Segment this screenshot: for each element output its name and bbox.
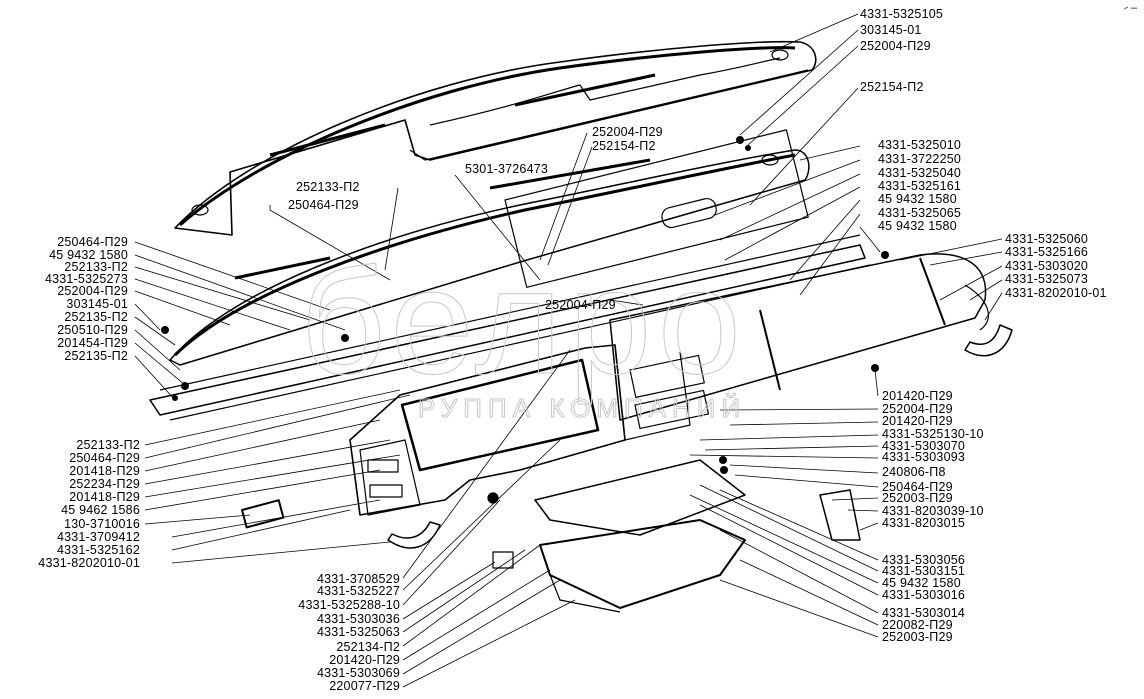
part-label: 4331-8202010-01 [38,556,140,570]
part-label: 252234-П29 [69,477,140,491]
part-label: 220082-П29 [882,618,953,632]
middle-dash-panel [169,129,810,366]
part-label: 4331-5325288-10 [298,598,400,612]
switch-block [241,499,285,529]
part-label: 240806-П8 [882,465,946,479]
part-label: 4331-5303014 [882,606,966,620]
part-label: 4331-5303036 [316,612,400,626]
part-label: 4331-3708529 [316,572,400,586]
instrument-panel-frame [349,344,710,516]
part-label: 252133-П2 [76,438,140,452]
part-label: 201420-П29 [329,653,400,667]
part-label: 252004-П29 [57,284,128,298]
upper-dash-cover [174,40,817,236]
part-label: 4331-8203015 [882,516,966,530]
part-label: 45 9462 1586 [61,503,140,517]
part-label: 252004-П29 [545,298,616,312]
part-label: 45 9432 1580 [49,248,128,262]
part-label: 4331-8203039-10 [882,504,984,518]
part-label: 201420-П29 [882,389,953,403]
part-label: 252003-П29 [882,630,953,644]
part-label: 250464-П29 [57,235,128,249]
part-label: 250464-П29 [69,451,140,465]
part-label: 4331-5303056 [882,553,966,567]
watermark-subtitle: РУППА КОМПАНИЙ [417,393,747,424]
part-label: 4331-5303093 [882,450,966,464]
part-label: 4331-5325273 [44,272,128,286]
part-label: 4331-5325162 [56,543,140,557]
part-label: 252154-П2 [860,80,924,94]
part-label: 4331-5325063 [316,625,400,639]
part-label: 45 9432 1580 [878,219,957,233]
part-label: 4331-3709412 [56,530,140,544]
part-label: 252133-П2 [296,180,360,194]
part-label: 4331-8202010-01 [1005,286,1107,300]
part-label: 4331-5303020 [1005,259,1089,273]
leader-lines [134,13,1003,688]
part-label: 4331-5325040 [878,166,962,180]
fasteners [161,136,889,474]
part-label: 250464-П29 [288,198,359,212]
part-label: 45 9432 1580 [878,192,957,206]
part-label: 250464-П29 [882,480,953,494]
part-label: 220077-П29 [329,679,400,693]
part-label: 252004-П29 [882,402,953,416]
corner-mark-icon [1124,6,1137,10]
part-label: 4331-5325130-10 [882,427,984,441]
part-label: 201418-П29 [69,490,140,504]
part-label: 303145-01 [860,23,922,37]
small-bracket [492,551,514,569]
watermark-logo: белро [299,237,748,406]
part-label: 5301-3726473 [465,162,549,176]
part-label: 4331-5303016 [882,588,966,602]
part-label: 252004-П29 [860,39,931,53]
part-label: 201420-П29 [882,414,953,428]
part-label: 303145-01 [66,297,128,311]
part-label: 252133-П2 [64,260,128,274]
part-label: 4331-5303070 [882,439,966,453]
part-label: 4331-5325010 [878,138,962,152]
part-label: 252004-П29 [592,125,663,139]
part-label: 252135-П2 [64,310,128,324]
side-vent [819,489,861,541]
part-label: 252154-П2 [592,139,656,153]
knob [487,492,499,504]
part-label: 4331-5325161 [878,179,962,193]
glove-box [534,459,746,613]
part-label: 4331-5303069 [316,666,400,680]
part-label: 4331-5325065 [878,206,962,220]
part-label: 201454-П29 [57,336,128,350]
part-label: 4331-5325073 [1005,272,1089,286]
part-label: 4331-5325105 [860,7,944,21]
grab-handles [387,324,1013,549]
part-label: 250510-П29 [57,323,128,337]
part-label: 4331-5303151 [882,564,966,578]
part-label: 4331-5325166 [1005,245,1089,259]
part-label: 4331-3722250 [878,152,962,166]
part-label: 45 9432 1580 [882,576,961,590]
part-label: 252003-П29 [882,491,953,505]
part-label: 130-3710016 [64,517,140,531]
part-label: 252135-П2 [64,349,128,363]
part-label: 4331-5325227 [316,584,400,598]
part-label: 201418-П29 [69,464,140,478]
part-label: 4331-5325060 [1005,232,1089,246]
part-label: 252134-П2 [336,640,400,654]
cross-beam [149,234,871,421]
